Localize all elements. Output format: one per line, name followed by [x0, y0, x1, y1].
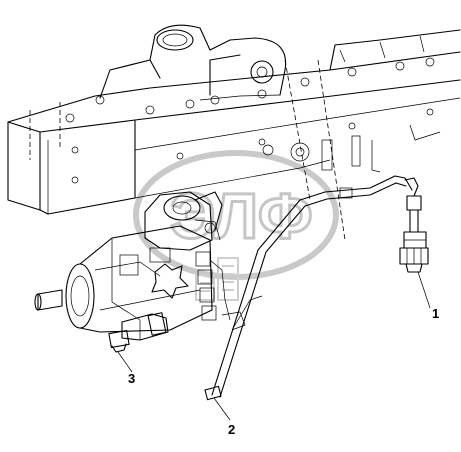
watermark-logo: ЭЛФ	[133, 150, 339, 301]
callout-1: 1	[432, 306, 439, 321]
injection-pump	[34, 191, 263, 333]
bolt-heads	[65, 57, 435, 184]
intake-elbow	[149, 24, 287, 101]
pressure-sensor-fitting	[399, 177, 431, 309]
engine-block	[7, 24, 461, 241]
watermark-text: ЭЛФ	[170, 180, 313, 252]
banjo-fitting	[108, 312, 169, 373]
watermark-building-icon	[195, 257, 239, 301]
leader-line-2	[213, 397, 231, 421]
callout-3: 3	[128, 371, 135, 386]
delivery-valves	[195, 251, 231, 321]
callout-2: 2	[228, 422, 235, 437]
